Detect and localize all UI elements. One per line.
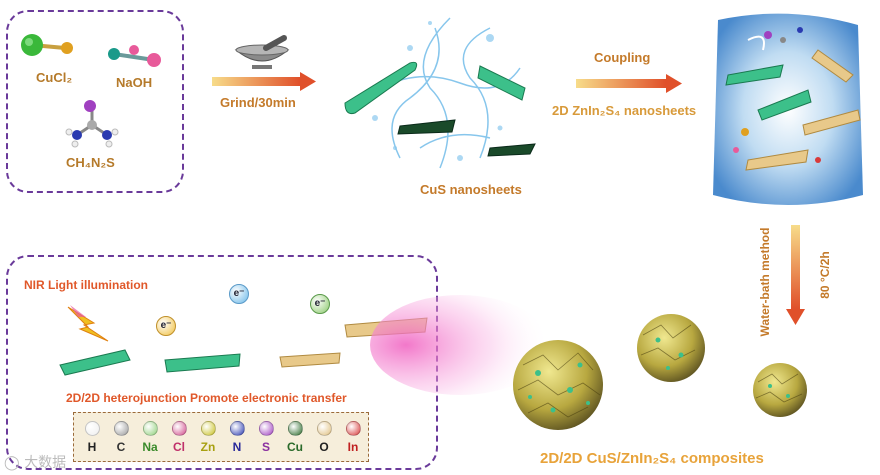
cucl2-molecule <box>21 34 73 56</box>
legend-item-c: C <box>107 413 135 461</box>
temp-time-label: 80 °C/2h <box>818 251 832 299</box>
mortar-pestle-icon <box>234 35 290 69</box>
legend-item-n: N <box>223 413 251 461</box>
composite-particle-medium <box>637 314 705 382</box>
legend-item-na: Na <box>136 413 164 461</box>
legend-dot-s <box>259 421 274 436</box>
legend-symbol-c: C <box>116 440 126 454</box>
watermark: ◯ 大数据 <box>4 452 66 472</box>
legend-symbol-in: In <box>347 440 359 454</box>
legend-dot-cl <box>172 421 187 436</box>
coupling-label: Coupling <box>594 50 651 65</box>
legend-item-s: S <box>252 413 280 461</box>
legend-symbol-s: S <box>261 440 270 454</box>
legend-symbol-h: H <box>87 440 97 454</box>
nir-label: NIR Light illumination <box>24 278 148 292</box>
grind-label: Grind/30min <box>220 95 296 110</box>
composites-label: 2D/2D CuS/ZnIn₂S₄ composites <box>540 450 764 467</box>
legend-symbol-n: N <box>232 440 242 454</box>
znin2s4-nanosheets-label: 2D ZnIn₂S₄ nanosheets <box>552 103 697 118</box>
composite-particle-small <box>753 363 807 417</box>
electron-2: e⁻ <box>310 294 330 314</box>
legend-symbol-o: O <box>319 440 329 454</box>
legend-item-in: In <box>339 413 367 461</box>
water-bath-arrow <box>786 225 805 325</box>
naoh-label: NaOH <box>116 75 153 90</box>
legend-item-o: O <box>310 413 338 461</box>
legend-item-cu: Cu <box>281 413 309 461</box>
water-splash <box>344 17 536 169</box>
legend-item-zn: Zn <box>194 413 222 461</box>
light-beam <box>370 295 550 395</box>
legend-symbol-cu: Cu <box>287 440 303 454</box>
legend-dot-c <box>114 421 129 436</box>
electron-3: e⁻ <box>156 316 176 336</box>
ch4n2s-molecule <box>65 100 119 148</box>
coupling-arrow <box>576 74 682 93</box>
reactants-box <box>6 10 184 193</box>
legend-dot-n <box>230 421 245 436</box>
legend-dot-zn <box>201 421 216 436</box>
water-reaction-scene <box>713 13 863 206</box>
composite-particle-large <box>513 340 603 430</box>
legend-symbol-na: Na <box>142 440 158 454</box>
legend-dot-in <box>346 421 361 436</box>
element-legend: H C Na Cl Zn N S Cu O In <box>73 412 369 462</box>
cucl2-label: CuCl₂ <box>36 70 73 85</box>
legend-dot-o <box>317 421 332 436</box>
grind-arrow <box>212 72 316 91</box>
naoh-molecule <box>108 45 161 67</box>
legend-item-cl: Cl <box>165 413 193 461</box>
watermark-icon: ◯ <box>4 455 20 471</box>
legend-dot-na <box>143 421 158 436</box>
water-bath-label: Water-bath method <box>758 227 772 337</box>
watermark-text: 大数据 <box>24 455 67 471</box>
cus-nanosheets-label: CuS nanosheets <box>420 182 522 197</box>
ch4n2s-label: CH₄N₂S <box>66 155 115 170</box>
electron-1: e⁻ <box>229 284 249 304</box>
legend-symbol-zn: Zn <box>200 440 216 454</box>
legend-dot-cu <box>288 421 303 436</box>
legend-item-h: H <box>78 413 106 461</box>
lightning-icon <box>67 305 109 342</box>
heterojunction-label: 2D/2D heterojunction Promote electronic … <box>66 391 347 405</box>
legend-symbol-cl: Cl <box>173 440 185 454</box>
legend-dot-h <box>85 421 100 436</box>
